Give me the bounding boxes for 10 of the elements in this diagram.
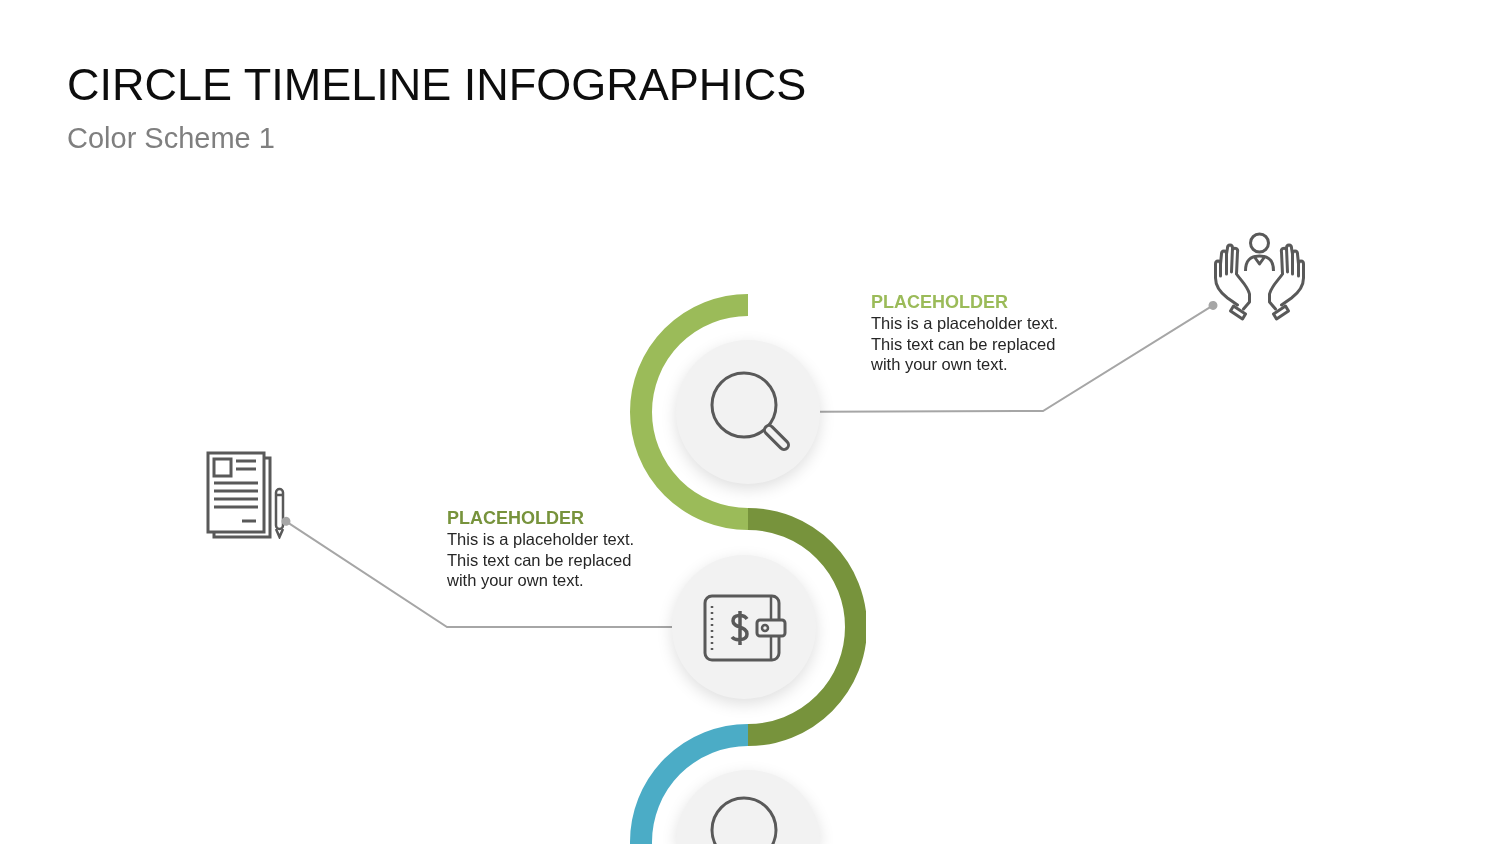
step-description: This is a placeholder text. This text can be replaced with your own text. <box>871 313 1060 375</box>
title-text: CIRCLE TIMELINE INFOGRAPHICS <box>67 58 807 112</box>
hands-holding-person-icon <box>1213 232 1306 321</box>
step-description: This is a placeholder text. This text can be replaced with your own text. <box>447 529 636 591</box>
step-heading: PLACEHOLDER <box>871 291 1009 313</box>
step-heading: PLACEHOLDER <box>447 507 585 529</box>
subtitle-text: Color Scheme 1 <box>67 121 275 156</box>
document-pen-icon <box>206 451 286 539</box>
leader-line <box>819 300 1218 413</box>
leader-line <box>281 516 673 628</box>
